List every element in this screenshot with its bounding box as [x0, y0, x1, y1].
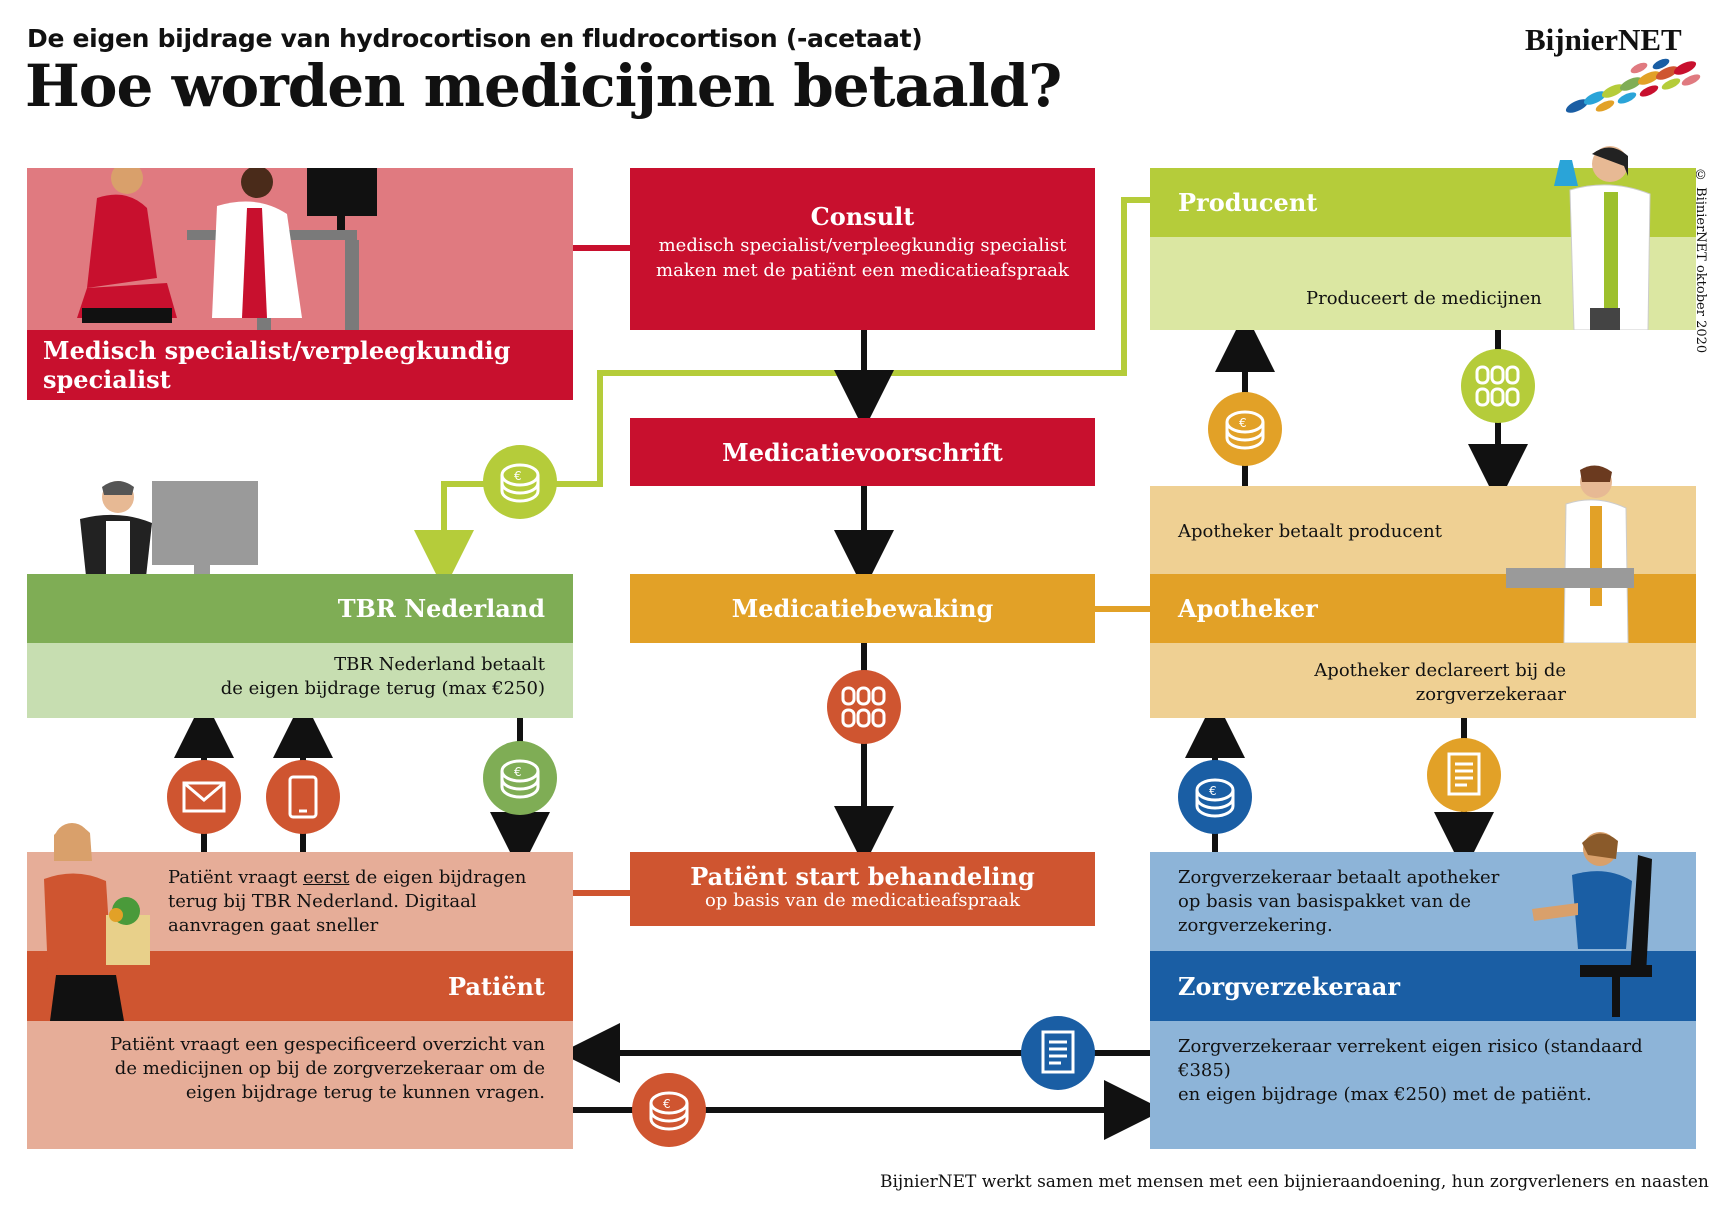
page-title: Hoe worden medicijnen betaald? [25, 52, 1062, 120]
producent-text: Produceert de medicijnen [1306, 288, 1542, 309]
patient-ask-em: eerst [302, 867, 350, 888]
specialist-label-bar: Medisch specialist/verpleegkundig specia… [27, 330, 573, 400]
apotheker-title: Apotheker [1178, 594, 1318, 623]
bewaking-box: Medicatiebewaking [630, 574, 1095, 643]
pills-icon [827, 670, 901, 744]
svg-text:€: € [514, 469, 522, 483]
tbr-line1: TBR Nederland betaalt [334, 654, 545, 675]
specialist-label: Medisch specialist/verpleegkundig specia… [43, 336, 511, 394]
svg-text:€: € [1209, 784, 1217, 798]
zorgverzekeraar-illustration [1532, 832, 1652, 1017]
apotheker-illustration [1506, 465, 1634, 643]
zv-pays-line1: Zorgverzekeraar betaalt apotheker [1178, 867, 1500, 888]
voorschrift-box: Medicatievoorschrift [630, 418, 1095, 486]
coins-icon: € [1178, 760, 1252, 834]
start-subtitle: op basis van de medicatieafspraak [705, 890, 1020, 911]
copyright: © BijnierNET oktober 2020 [1693, 168, 1708, 354]
patient-req-line1: Patiënt vraagt een gespecificeerd overzi… [110, 1034, 545, 1055]
specialist-illustration [77, 162, 377, 330]
start-box: Patiënt start behandeling op basis van d… [630, 852, 1095, 926]
logo-icon [1565, 58, 1701, 113]
consult-box: Consult medisch specialist/verpleegkundi… [630, 168, 1095, 330]
voorschrift-label: Medicatievoorschrift [722, 437, 1003, 467]
coins-icon: € [1208, 392, 1282, 466]
envelope-icon [167, 760, 241, 834]
patient-request-box: Patiënt vraagt een gespecificeerd overzi… [27, 1021, 573, 1149]
zv-pays-line3: zorgverzekering. [1178, 915, 1333, 936]
zv-settle-line1: Zorgverzekeraar verrekent eigen risico (… [1178, 1036, 1643, 1081]
svg-text:€: € [1239, 416, 1247, 430]
start-title: Patiënt start behandeling [690, 862, 1035, 891]
document-icon [1021, 1016, 1095, 1090]
consult-line2: maken met de patiënt een medicatieafspra… [656, 260, 1069, 281]
patient-ask-pre: Patiënt vraagt [168, 867, 303, 888]
apotheker-declares-line2: zorgverzekeraar [1415, 684, 1566, 705]
apotheker-pays-text: Apotheker betaalt producent [1178, 521, 1442, 542]
tablet-icon [266, 760, 340, 834]
patient-ask-line2: terug bij TBR Nederland. Digitaal [168, 891, 477, 912]
coins-icon: € [632, 1073, 706, 1147]
apotheker-declares-line1: Apotheker declareert bij de [1314, 660, 1566, 681]
coins-icon: € [483, 445, 557, 519]
specialist-illustration-area [27, 162, 573, 330]
patient-illustration [44, 823, 150, 1021]
patient-req-line2: de medicijnen op bij de zorgverzekeraar … [114, 1058, 545, 1079]
brand-name: BijnierNET [1525, 22, 1682, 57]
zv-title-bar: Zorgverzekeraar [1150, 951, 1696, 1021]
zv-title: Zorgverzekeraar [1178, 971, 1400, 1001]
bewaking-label: Medicatiebewaking [731, 594, 994, 623]
pills-icon [1461, 349, 1535, 423]
consult-title: Consult [810, 202, 915, 231]
producent-title: Producent [1178, 188, 1318, 217]
tbr-title: TBR Nederland [337, 594, 545, 623]
tbr-title-bar: TBR Nederland [27, 574, 573, 643]
tbr-body: TBR Nederland betaalt de eigen bijdrage … [27, 643, 573, 718]
coins-icon: € [483, 741, 557, 815]
patient-ask-line3: aanvragen gaat sneller [168, 915, 379, 936]
consult-line1: medisch specialist/verpleegkundig specia… [658, 235, 1067, 256]
svg-text:€: € [663, 1097, 671, 1111]
zv-settle-line2: en eigen bijdrage (max €250) met de pati… [1178, 1084, 1592, 1105]
subtitle: De eigen bijdrage van hydrocortison en f… [27, 24, 923, 53]
document-icon [1427, 738, 1501, 812]
patient-ask-line1: Patiënt vraagt eerst de eigen bijdragen [168, 866, 573, 890]
footer-text: BijnierNET werkt samen met mensen met ee… [880, 1172, 1709, 1192]
svg-text:€: € [514, 765, 522, 779]
zv-pays-line2: op basis van basispakket van de [1178, 891, 1472, 912]
tbr-line2: de eigen bijdrage terug (max €250) [220, 678, 545, 699]
patient-req-line3: eigen bijdrage terug te kunnen vragen. [185, 1082, 545, 1103]
producent-illustration [1554, 146, 1651, 330]
apotheker-bottom: Apotheker declareert bij de zorgverzeker… [1150, 643, 1696, 718]
patient-ask-post: de eigen bijdragen [349, 867, 527, 888]
zv-settle-box: Zorgverzekeraar verrekent eigen risico (… [1150, 1021, 1696, 1149]
patient-title: Patiënt [448, 971, 545, 1001]
